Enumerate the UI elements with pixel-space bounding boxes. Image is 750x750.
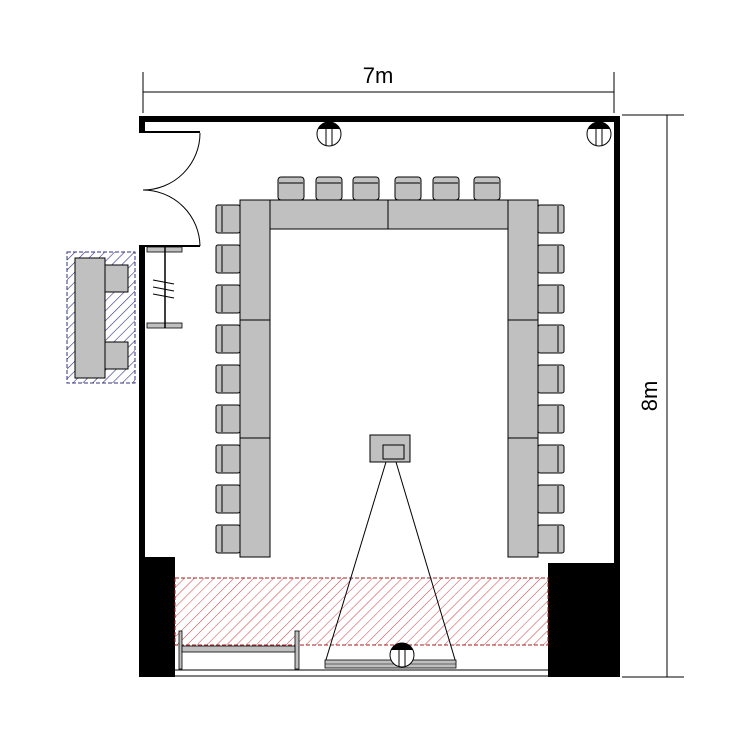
chair [215, 364, 241, 394]
chair [277, 176, 305, 201]
ceiling-light-icon [586, 121, 612, 147]
chair [537, 284, 565, 314]
chair [394, 176, 422, 201]
chair [432, 176, 460, 201]
chair [215, 324, 241, 354]
double-door[interactable] [142, 132, 201, 247]
conference-table [507, 199, 539, 321]
conference-table [239, 199, 271, 321]
chair [215, 284, 241, 314]
chair [537, 444, 565, 474]
chair [215, 204, 241, 234]
conference-table [269, 199, 389, 230]
ceiling-light-icon [389, 642, 415, 668]
chair [215, 524, 241, 554]
ceiling-light-icon [316, 121, 342, 147]
chair [537, 364, 565, 394]
chair [215, 484, 241, 514]
chair [537, 324, 565, 354]
chair [473, 176, 501, 201]
chair [537, 484, 565, 514]
reception-desk [66, 251, 136, 384]
conference-table [507, 319, 539, 439]
chair [537, 404, 565, 434]
height-dimension [622, 114, 684, 678]
chair [352, 176, 380, 201]
chair [215, 404, 241, 434]
stage-area [174, 577, 549, 646]
projector-beam [324, 461, 457, 664]
chair [215, 444, 241, 474]
conference-table [507, 437, 539, 558]
projection-screen [324, 659, 457, 669]
chair [537, 244, 565, 274]
width-label: 7m [363, 63, 394, 88]
width-dimension [142, 72, 615, 113]
projector [369, 434, 411, 463]
height-label: 8m [637, 381, 662, 412]
chair [537, 524, 565, 554]
chair [315, 176, 343, 201]
walls [139, 116, 620, 677]
bottom-window [175, 669, 548, 677]
chair [215, 244, 241, 274]
conference-table [239, 319, 271, 439]
bench [178, 630, 300, 670]
chair [537, 204, 565, 234]
coat-rack [146, 246, 183, 329]
conference-table [387, 199, 509, 230]
conference-table [239, 437, 271, 558]
